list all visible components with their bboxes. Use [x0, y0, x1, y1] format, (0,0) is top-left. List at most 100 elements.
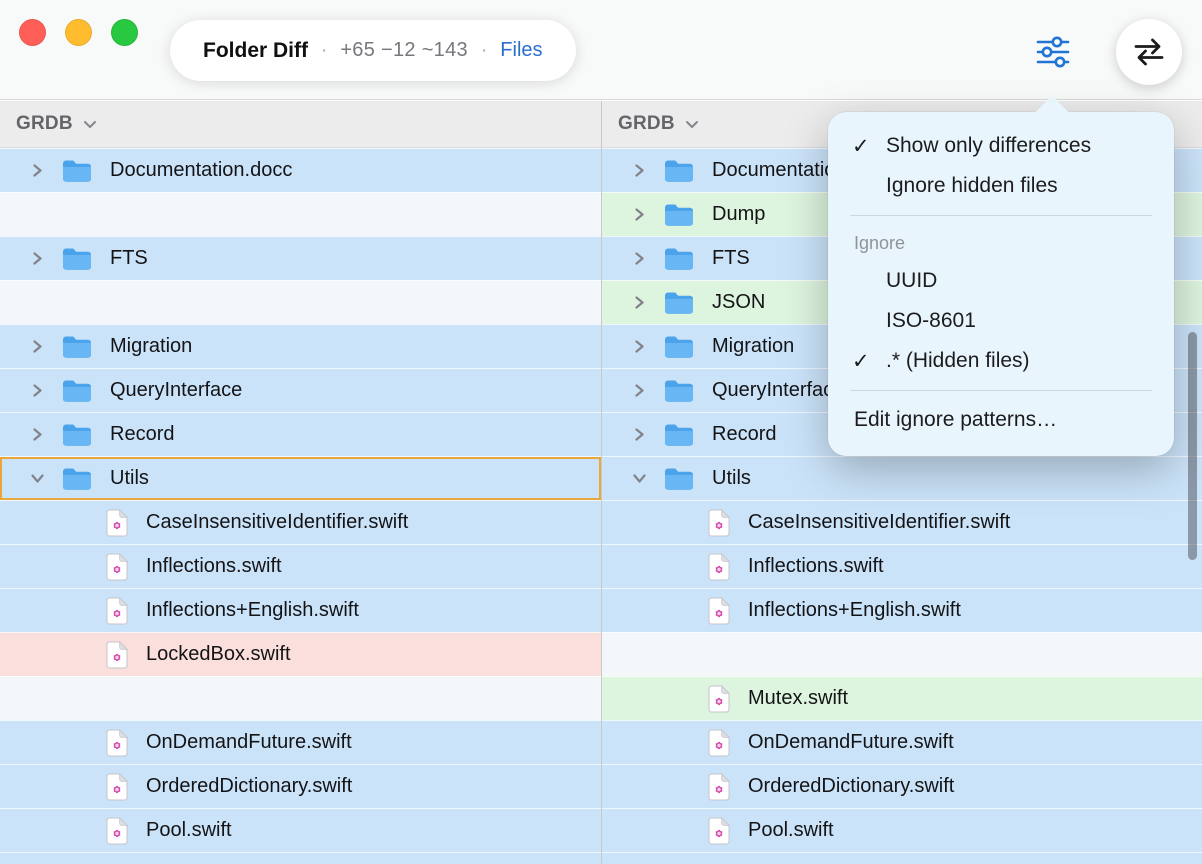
disclosure-chevron-icon[interactable]: [632, 339, 646, 355]
zoom-button[interactable]: [111, 19, 138, 46]
row-label: Inflections+English.swift: [748, 599, 961, 621]
menu-item-label: ISO-8601: [886, 309, 976, 332]
close-button[interactable]: [19, 19, 46, 46]
file-row[interactable]: OrderedDictionary.swift: [0, 764, 601, 808]
file-row[interactable]: Inflections+English.swift: [0, 588, 601, 632]
folder-icon: [663, 334, 695, 360]
left-root-selector[interactable]: GRDB: [0, 101, 601, 148]
disclosure-chevron-icon[interactable]: [632, 163, 646, 179]
file-row[interactable]: LockedBox.swift: [0, 632, 601, 676]
swift-file-icon: [106, 596, 129, 625]
row-label: Utils: [712, 467, 751, 489]
folder-icon: [61, 334, 93, 360]
disclosure-chevron-icon[interactable]: [30, 427, 44, 443]
disclosure-chevron-icon[interactable]: [632, 295, 646, 311]
menu-item-label: .* (Hidden files): [886, 349, 1030, 372]
file-row[interactable]: Inflections.swift: [602, 544, 1202, 588]
folder-icon: [61, 378, 93, 404]
swift-file-icon: [106, 816, 129, 845]
disclosure-chevron-icon[interactable]: [30, 163, 44, 179]
folder-row[interactable]: Utils: [602, 456, 1202, 500]
disclosure-chevron-icon[interactable]: [30, 383, 44, 399]
menu-item-label: Edit ignore patterns…: [854, 408, 1058, 431]
file-row[interactable]: CaseInsensitiveIdentifier.swift: [0, 500, 601, 544]
file-row[interactable]: CaseInsensitiveIdentifier.swift: [602, 500, 1202, 544]
divider: [850, 390, 1152, 391]
diff-stats: +65 −12 ~143: [340, 39, 468, 61]
swift-file-icon: [708, 508, 731, 537]
swap-button[interactable]: [1116, 19, 1182, 85]
chevron-down-icon: [83, 120, 97, 129]
folder-row[interactable]: Record: [0, 412, 601, 456]
menu-item-ignore-hidden-files[interactable]: Ignore hidden files: [828, 166, 1174, 206]
files-link[interactable]: Files: [500, 39, 543, 61]
file-row[interactable]: OnDemandFuture.swift: [0, 720, 601, 764]
menu-item-iso-8601[interactable]: ISO-8601: [828, 301, 1174, 341]
row-label: FTS: [110, 247, 148, 269]
root-folder-name: GRDB: [16, 113, 73, 134]
diff-row-partial: [602, 852, 1202, 864]
menu-item-label: Ignore hidden files: [886, 174, 1058, 197]
minimize-button[interactable]: [65, 19, 92, 46]
row-label: LockedBox.swift: [146, 643, 291, 665]
checkmark-icon: ✓: [852, 134, 870, 158]
menu-item-edit-ignore-patterns[interactable]: Edit ignore patterns…: [828, 400, 1174, 440]
file-row[interactable]: Inflections.swift: [0, 544, 601, 588]
disclosure-chevron-icon[interactable]: [632, 251, 646, 267]
folder-icon: [663, 158, 695, 184]
disclosure-chevron-icon[interactable]: [30, 471, 44, 487]
menu-item-hidden-files-pattern[interactable]: ✓ .* (Hidden files): [828, 341, 1174, 381]
disclosure-chevron-icon[interactable]: [632, 207, 646, 223]
folder-icon: [663, 202, 695, 228]
row-label: Mutex.swift: [748, 687, 849, 709]
folder-icon: [663, 422, 695, 448]
disclosure-chevron-icon[interactable]: [632, 427, 646, 443]
file-row[interactable]: OnDemandFuture.swift: [602, 720, 1202, 764]
folder-icon: [663, 466, 695, 492]
file-row[interactable]: OrderedDictionary.swift: [602, 764, 1202, 808]
sliders-filter-icon: [1035, 36, 1071, 68]
row-label: Pool.swift: [748, 819, 834, 841]
filter-button[interactable]: [1030, 29, 1076, 75]
swift-file-icon: [708, 552, 731, 581]
swift-file-icon: [106, 508, 129, 537]
file-row[interactable]: Mutex.swift: [602, 676, 1202, 720]
folder-icon: [61, 158, 93, 184]
row-label: OrderedDictionary.swift: [748, 775, 955, 797]
swift-file-icon: [106, 772, 129, 801]
file-row[interactable]: Pool.swift: [0, 808, 601, 852]
menu-item-show-only-differences[interactable]: ✓ Show only differences: [828, 126, 1174, 166]
row-label: OrderedDictionary.swift: [146, 775, 353, 797]
folder-row[interactable]: Migration: [0, 324, 601, 368]
file-row[interactable]: Inflections+English.swift: [602, 588, 1202, 632]
chevron-down-icon: [685, 120, 699, 129]
folder-row[interactable]: FTS: [0, 236, 601, 280]
separator-dot: ·: [480, 39, 488, 61]
disclosure-chevron-icon[interactable]: [632, 471, 646, 487]
menu-item-uuid[interactable]: UUID: [828, 261, 1174, 301]
row-label: JSON: [712, 291, 766, 313]
separator-dot: ·: [321, 39, 328, 61]
row-label: Pool.swift: [146, 819, 232, 841]
row-label: Documentation.docc: [110, 159, 293, 181]
diff-row-empty: [602, 632, 1202, 676]
disclosure-chevron-icon[interactable]: [30, 339, 44, 355]
folder-row[interactable]: Documentation.docc: [0, 148, 601, 192]
diff-row-empty: [0, 280, 601, 324]
folder-row[interactable]: Utils: [0, 456, 601, 500]
row-label: Dump: [712, 203, 766, 225]
divider: [850, 215, 1152, 216]
file-row[interactable]: Pool.swift: [602, 808, 1202, 852]
disclosure-chevron-icon[interactable]: [632, 383, 646, 399]
diff-row-empty: [0, 676, 601, 720]
folder-row[interactable]: QueryInterface: [0, 368, 601, 412]
row-label: Utils: [110, 467, 149, 489]
swift-file-icon: [708, 772, 731, 801]
row-label: OnDemandFuture.swift: [146, 731, 352, 753]
folder-icon: [61, 246, 93, 272]
scrollbar-thumb[interactable]: [1188, 332, 1197, 560]
disclosure-chevron-icon[interactable]: [30, 251, 44, 267]
